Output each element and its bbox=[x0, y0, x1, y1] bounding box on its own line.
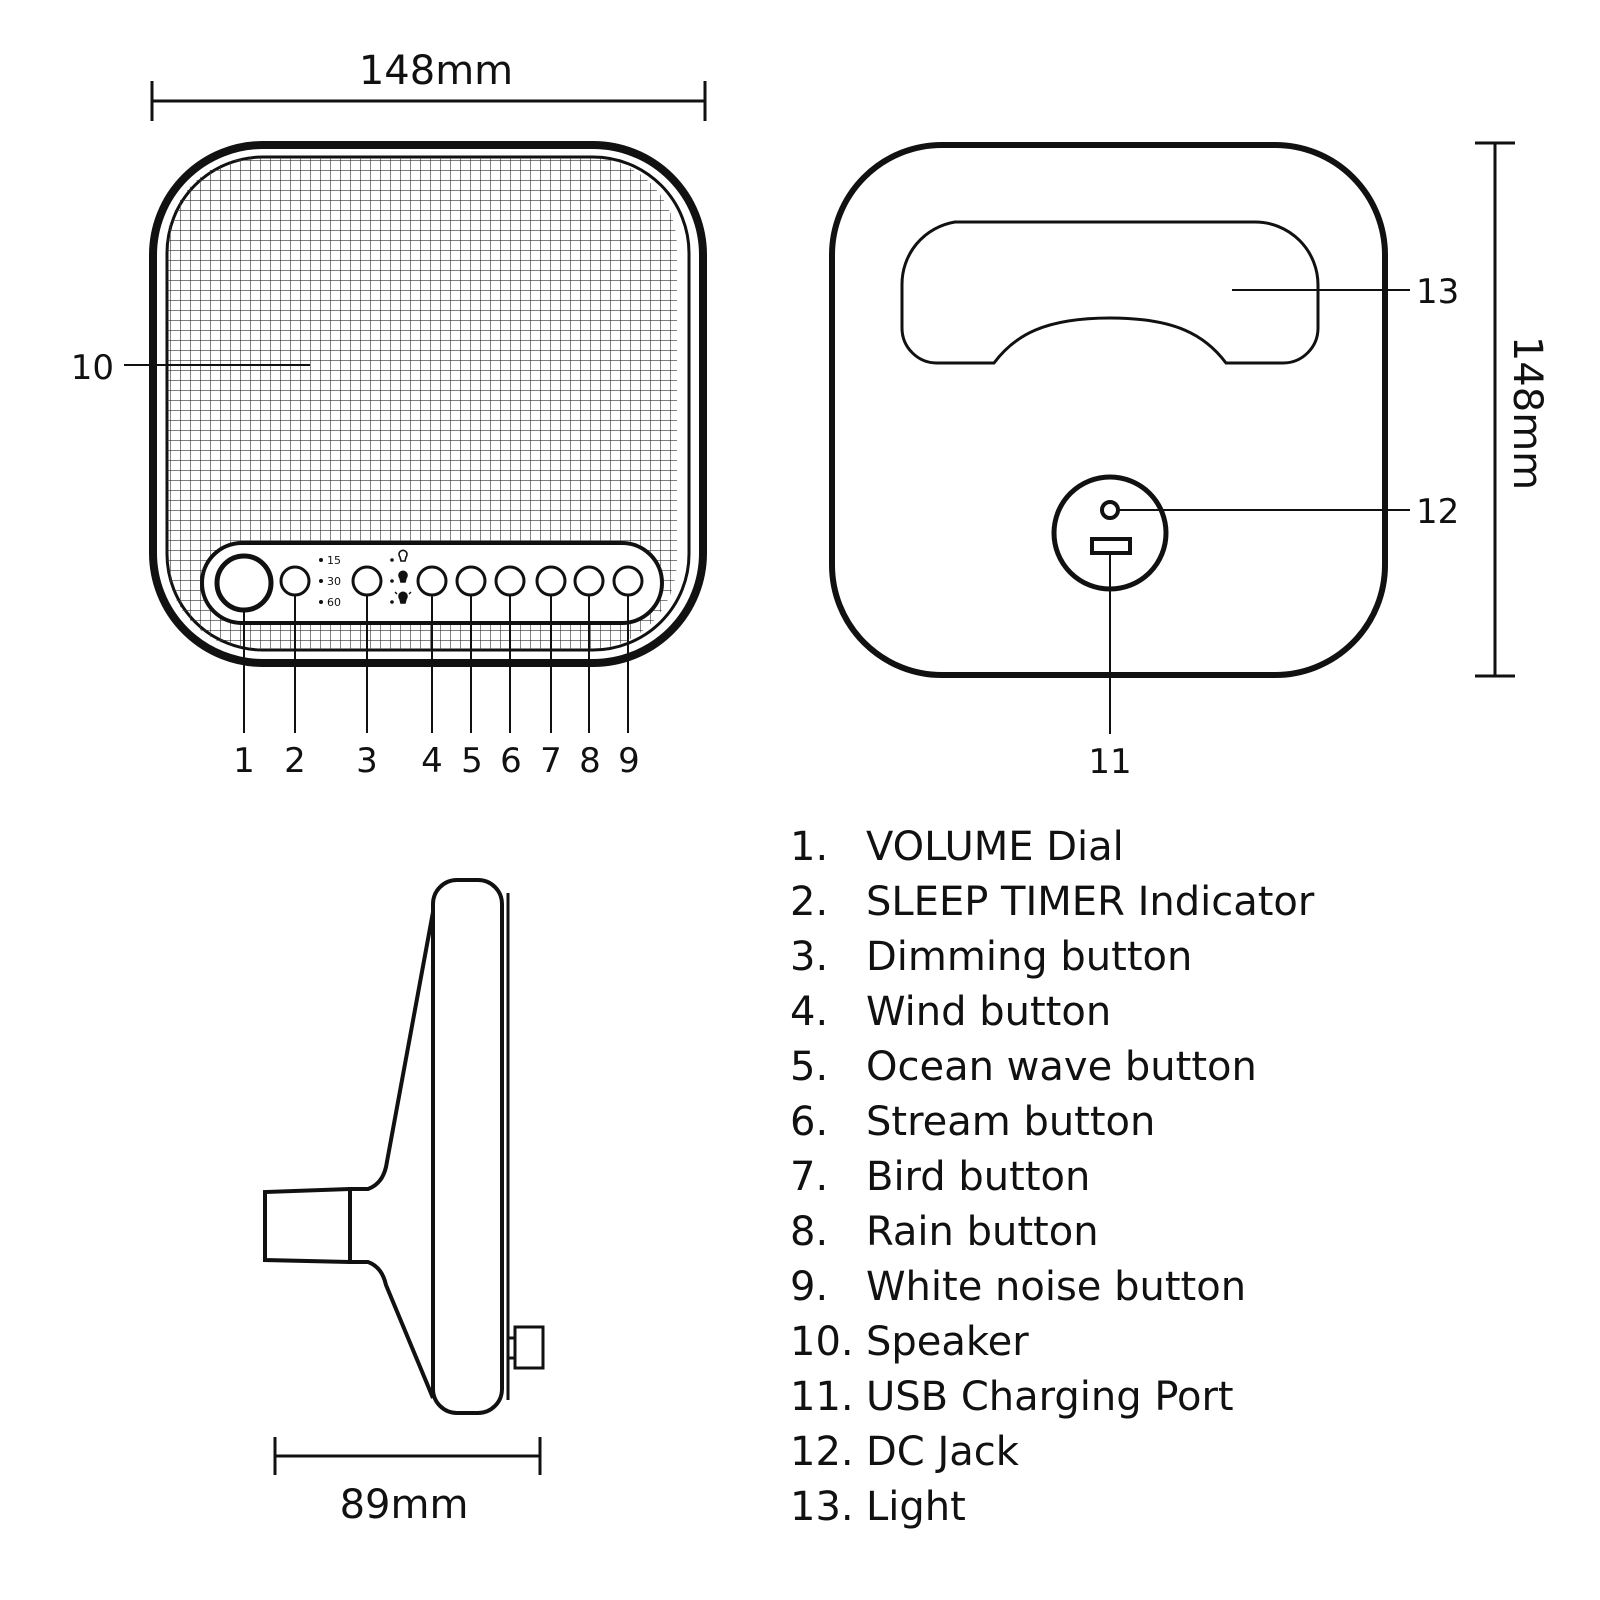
light-panel bbox=[900, 220, 1320, 365]
legend-item: 6. Stream button bbox=[790, 1095, 1550, 1150]
stream-button[interactable] bbox=[494, 565, 526, 597]
side-base bbox=[263, 1187, 351, 1264]
callout-2: 2 bbox=[284, 741, 306, 781]
legend-number: 7. bbox=[790, 1154, 829, 1200]
bulb-dim-icon bbox=[398, 549, 408, 562]
legend-item: 9. White noise button bbox=[790, 1260, 1550, 1315]
callout-1: 1 bbox=[233, 741, 255, 781]
bird-button[interactable] bbox=[535, 565, 567, 597]
front-callout-numbers: 1 2 3 4 5 6 7 8 9 10 bbox=[71, 348, 640, 781]
callout-8: 8 bbox=[579, 741, 601, 781]
legend-item: 4. Wind button bbox=[790, 985, 1550, 1040]
legend-text: Stream button bbox=[866, 1099, 1156, 1145]
side-stand bbox=[348, 911, 435, 1399]
legend-text: SLEEP TIMER Indicator bbox=[866, 879, 1315, 925]
legend-item: 13. Light bbox=[790, 1480, 1550, 1535]
front-width-dimension: 148mm bbox=[150, 48, 707, 121]
front-callout-lines bbox=[124, 364, 629, 733]
legend-item: 10. Speaker bbox=[790, 1315, 1550, 1370]
front-housing bbox=[149, 141, 707, 667]
legend-text: Rain button bbox=[866, 1209, 1099, 1255]
callout-3: 3 bbox=[356, 741, 378, 781]
legend-text: Dimming button bbox=[866, 934, 1193, 980]
front-view: 148mm 15 30 60 bbox=[71, 48, 707, 781]
legend-text: Speaker bbox=[866, 1319, 1029, 1365]
timer-mark-60: 60 bbox=[327, 596, 341, 609]
back-height-dimension: 148mm bbox=[1475, 141, 1550, 678]
dc-jack[interactable] bbox=[1100, 500, 1120, 520]
side-usb-connector bbox=[506, 1336, 517, 1360]
front-width-label: 148mm bbox=[359, 48, 513, 94]
legend-text: DC Jack bbox=[866, 1429, 1019, 1475]
timer-marks: 15 30 60 bbox=[319, 554, 341, 609]
callout-9: 9 bbox=[618, 741, 640, 781]
ocean-wave-button[interactable] bbox=[455, 565, 487, 597]
callout-5: 5 bbox=[461, 741, 483, 781]
callout-10: 10 bbox=[71, 348, 114, 388]
bulb-bright-icon bbox=[394, 591, 412, 604]
side-body bbox=[431, 878, 504, 1415]
legend-text: Wind button bbox=[866, 989, 1112, 1035]
side-usb-plug bbox=[513, 1325, 545, 1370]
legend-number: 6. bbox=[790, 1099, 829, 1145]
legend-number: 11. bbox=[790, 1374, 854, 1420]
back-housing bbox=[829, 142, 1388, 678]
dimming-button[interactable] bbox=[351, 565, 383, 597]
sleep-timer-button[interactable] bbox=[279, 565, 311, 597]
legend-number: 3. bbox=[790, 934, 829, 980]
legend-number: 2. bbox=[790, 879, 829, 925]
timer-mark-15: 15 bbox=[327, 554, 341, 567]
legend-number: 9. bbox=[790, 1264, 829, 1310]
volume-dial[interactable] bbox=[214, 553, 274, 613]
legend-number: 10. bbox=[790, 1319, 854, 1365]
timer-mark-30: 30 bbox=[327, 575, 341, 588]
legend-item: 11. USB Charging Port bbox=[790, 1370, 1550, 1425]
side-depth-dimension: 89mm bbox=[273, 1437, 542, 1528]
legend-text: Ocean wave button bbox=[866, 1044, 1257, 1090]
rain-button[interactable] bbox=[573, 565, 605, 597]
legend-item: 12. DC Jack bbox=[790, 1425, 1550, 1480]
legend-number: 8. bbox=[790, 1209, 829, 1255]
legend-number: 13. bbox=[790, 1484, 854, 1530]
white-noise-button[interactable] bbox=[612, 565, 644, 597]
legend-text: White noise button bbox=[866, 1264, 1247, 1310]
callout-7: 7 bbox=[540, 741, 562, 781]
bulb-medium-icon bbox=[398, 570, 408, 583]
legend-text: VOLUME Dial bbox=[866, 824, 1124, 870]
legend-number: 4. bbox=[790, 989, 829, 1035]
parts-legend: 1. VOLUME Dial 2. SLEEP TIMER Indicator 3.… bbox=[790, 820, 1550, 1535]
legend-text: Light bbox=[866, 1484, 966, 1530]
legend-item: 7. Bird button bbox=[790, 1150, 1550, 1205]
wind-button[interactable] bbox=[416, 565, 448, 597]
back-height-label: 148mm bbox=[1504, 336, 1550, 490]
legend-number: 5. bbox=[790, 1044, 829, 1090]
usb-port[interactable] bbox=[1090, 537, 1132, 555]
dimming-level-icons bbox=[390, 549, 412, 604]
back-view: 13 12 11 148mm bbox=[829, 141, 1550, 782]
callout-13: 13 bbox=[1416, 272, 1459, 312]
back-callout-lines bbox=[1109, 289, 1410, 734]
side-view: 89mm bbox=[263, 878, 545, 1528]
legend-number: 12. bbox=[790, 1429, 854, 1475]
legend-number: 1. bbox=[790, 824, 829, 870]
legend-item: 2. SLEEP TIMER Indicator bbox=[790, 875, 1550, 930]
callout-6: 6 bbox=[500, 741, 522, 781]
legend-text: USB Charging Port bbox=[866, 1374, 1234, 1420]
legend-item: 8. Rain button bbox=[790, 1205, 1550, 1260]
callout-12: 12 bbox=[1416, 492, 1459, 532]
callout-4: 4 bbox=[421, 741, 443, 781]
legend-item: 1. VOLUME Dial bbox=[790, 820, 1550, 875]
legend-text: Bird button bbox=[866, 1154, 1091, 1200]
side-depth-label: 89mm bbox=[340, 1482, 469, 1528]
legend-item: 5. Ocean wave button bbox=[790, 1040, 1550, 1095]
callout-11: 11 bbox=[1088, 742, 1131, 782]
legend-item: 3. Dimming button bbox=[790, 930, 1550, 985]
